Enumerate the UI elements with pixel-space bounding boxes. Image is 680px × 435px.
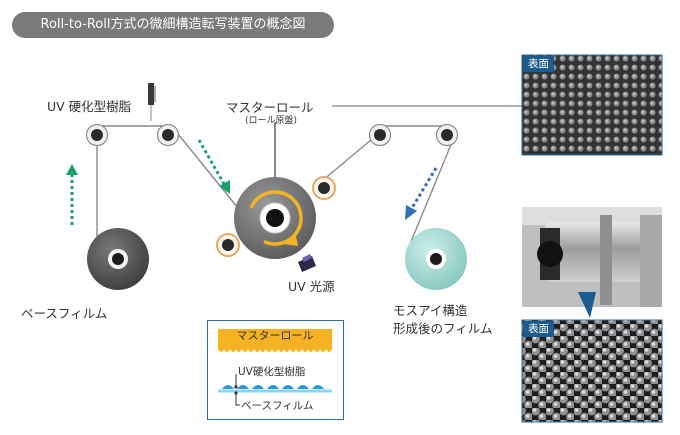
base-film-label: ベースフィルム — [21, 306, 108, 321]
guide-roller — [156, 123, 180, 147]
film-roll-photo — [522, 207, 662, 318]
surface-tag-top: 表面 — [523, 56, 554, 72]
resin-bumps — [222, 385, 324, 389]
moth-eye-film-roll — [405, 228, 467, 290]
inset-base-film-label: ベースフィルム — [241, 400, 314, 412]
resin-dispenser-icon — [148, 83, 156, 121]
cross-section-inset: マスターロール UV硬化型樹脂 ベースフィルム — [207, 320, 344, 420]
base-film-roll — [87, 228, 149, 290]
master-roll-layer — [218, 329, 332, 352]
page-title: Roll-to-Roll方式の微細構造転写装置の概念図 — [12, 12, 334, 38]
direction-arrow — [197, 139, 230, 194]
guide-roller — [368, 123, 392, 147]
cross-section-svg — [218, 329, 332, 406]
inset-uv-resin-label: UV硬化型樹脂 — [238, 366, 306, 378]
pressure-roller — [312, 176, 336, 200]
master-roll-sublabel: (ロール原盤) — [245, 116, 298, 126]
moth-eye-label-line2: 形成後のフィルム — [393, 321, 493, 336]
master-roll — [234, 122, 316, 259]
uv-light-label: UV 光源 — [288, 279, 335, 294]
surface-micrograph-bottom — [521, 319, 663, 423]
film-segment-takeup — [409, 134, 456, 245]
uv-resin-label: UV 硬化型樹脂 — [47, 99, 132, 114]
inset-master-roll-label: マスターロール — [236, 329, 314, 342]
guide-roller — [85, 123, 109, 147]
pressure-roller — [216, 233, 240, 257]
uv-lamp-icon — [298, 254, 316, 272]
direction-arrow — [405, 167, 438, 220]
moth-eye-label: モスアイ構造 — [393, 303, 468, 318]
film-segment-to-master — [177, 133, 239, 209]
guide-roller — [435, 123, 459, 147]
direction-arrow — [66, 164, 78, 225]
surface-tag-bottom: 表面 — [523, 321, 554, 337]
master-roll-label: マスターロール — [226, 100, 314, 115]
